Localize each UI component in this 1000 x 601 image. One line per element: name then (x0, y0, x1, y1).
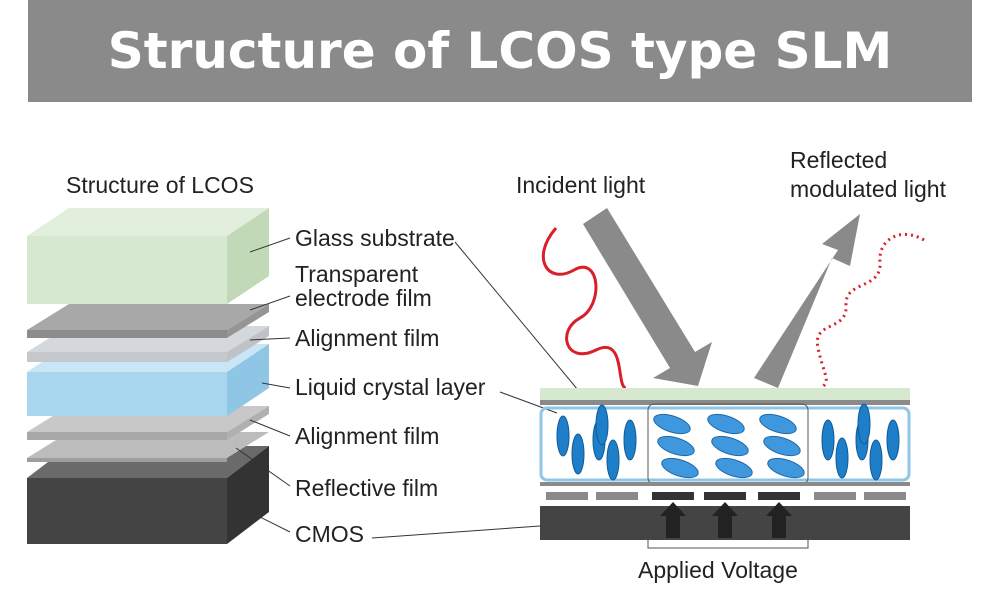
label-alignment-film-top: Alignment film (295, 325, 439, 351)
device-glass-substrate (540, 388, 910, 400)
label-alignment-film-bottom: Alignment film (295, 423, 439, 449)
label-liquid-crystal: Liquid crystal layer (295, 374, 486, 400)
device-transparent-electrode (540, 400, 910, 405)
label-cmos: CMOS (295, 521, 364, 547)
page-title: Structure of LCOS type SLM (107, 22, 893, 80)
title-banner: Structure of LCOS type SLM (28, 0, 972, 102)
incident-light-label: Incident light (516, 172, 646, 198)
label-transparent-line2: electrode film (295, 285, 432, 311)
device-reflective-film (540, 482, 910, 486)
left-leader-lines (235, 237, 291, 533)
leader-cmos-to-device (371, 525, 541, 539)
label-glass-substrate: Glass substrate (295, 225, 455, 251)
reflected-label-line1: Reflected (790, 147, 887, 173)
reflected-label-line2: modulated light (790, 176, 947, 202)
glass-substrate-block (27, 208, 269, 304)
lc-molecules-unaligned-right (821, 403, 900, 481)
applied-voltage-label: Applied Voltage (638, 557, 798, 583)
left-heading: Structure of LCOS (66, 172, 254, 198)
label-reflective-film: Reflective film (295, 475, 438, 501)
voltage-bracket (647, 540, 809, 549)
lc-molecules-unaligned-left (556, 404, 637, 481)
reflected-arrow (754, 214, 860, 388)
label-transparent-line1: Transparent (295, 261, 419, 287)
device-liquid-crystal-layer (539, 406, 911, 482)
voltage-arrows (660, 502, 792, 538)
incident-arrow (583, 208, 712, 386)
lc-molecules-tilted (650, 410, 808, 482)
pixel-electrodes (546, 492, 906, 500)
reflected-wave (815, 233, 925, 390)
incident-wave (541, 227, 627, 390)
transparent-electrode-layer (27, 304, 269, 338)
leader-glass-to-device (454, 241, 579, 391)
